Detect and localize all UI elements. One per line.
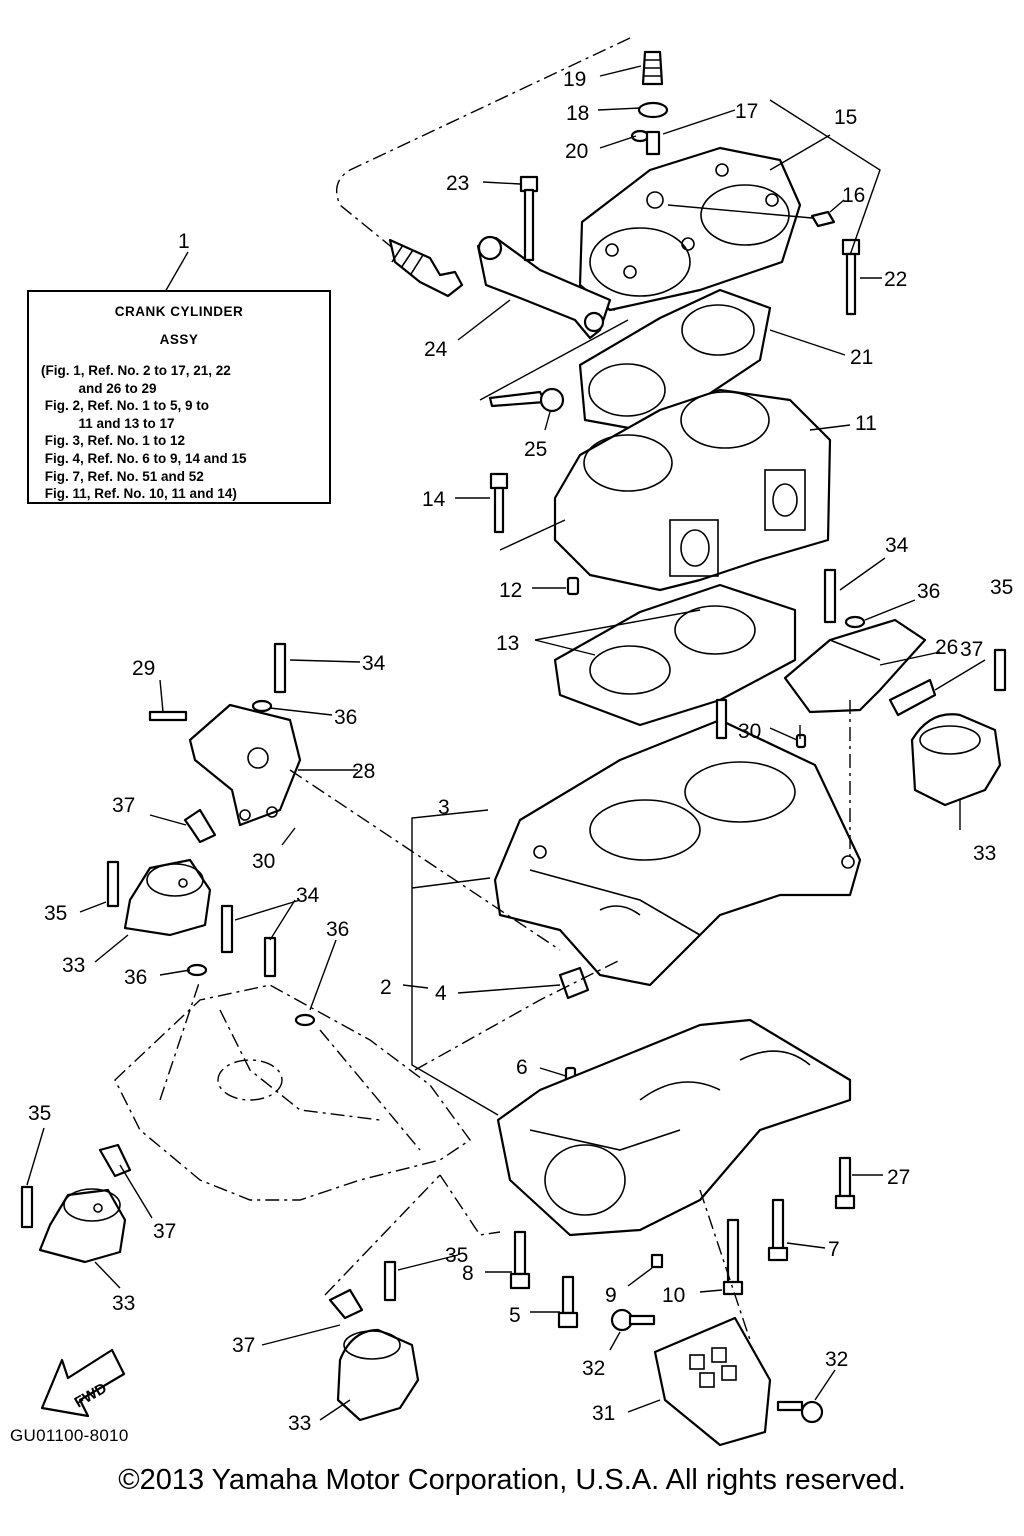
callout-23: 23	[446, 172, 469, 195]
small-fasteners	[20, 568, 1007, 1302]
callout-30-left: 30	[252, 850, 275, 873]
callout-36-low: 36	[124, 966, 147, 989]
note-line: 11 and 13 to 17	[41, 415, 175, 431]
copyright-notice: ©2013 Yamaha Motor Corporation, U.S.A. A…	[118, 1464, 906, 1496]
callout-33-right: 33	[973, 842, 996, 865]
rubber-mount-left-upper	[123, 858, 212, 937]
callout-27: 27	[887, 1166, 910, 1189]
callout-15: 15	[834, 106, 857, 129]
callout-36-right: 36	[917, 580, 940, 603]
clips	[98, 678, 937, 1320]
note-line: Fig. 2, Ref. No. 1 to 5, 9 to	[41, 398, 210, 414]
callout-35-right: 35	[990, 576, 1013, 599]
callout-32-left: 32	[582, 1357, 605, 1380]
note-line: Fig. 4, Ref. No. 6 to 9, 14 and 15	[41, 450, 247, 466]
callout-7: 7	[828, 1238, 840, 1261]
callout-6: 6	[516, 1056, 528, 1079]
assembly-note-box: CRANK CYLINDER ASSY (Fig. 1, Ref. No. 2 …	[27, 290, 331, 504]
rubber-mount-right	[910, 713, 1002, 807]
callout-36-mid: 36	[326, 918, 349, 941]
hose-clamp-and-fittings	[630, 101, 836, 228]
callout-37-low: 37	[153, 1220, 176, 1243]
cylinder-bolt-and-dowel	[489, 472, 580, 596]
rubber-mount-bottom	[336, 1328, 420, 1422]
callout-37-right: 37	[960, 638, 983, 661]
callout-28: 28	[352, 760, 375, 783]
callout-9: 9	[605, 1284, 617, 1307]
callout-34-right: 34	[885, 534, 909, 557]
callout-10: 10	[662, 1284, 685, 1307]
callout-1: 1	[178, 230, 190, 253]
electrical-cover	[610, 1308, 824, 1447]
callout-35-left: 35	[44, 902, 67, 925]
callout-12: 12	[499, 579, 522, 602]
lower-crankcase	[496, 1018, 852, 1237]
callout-29: 29	[132, 657, 155, 680]
callout-19: 19	[563, 68, 586, 91]
coolant-hose	[336, 37, 664, 298]
callout-13: 13	[496, 632, 519, 655]
callout-21: 21	[850, 346, 873, 369]
callout-34-left: 34	[362, 652, 386, 675]
callout-20: 20	[565, 140, 588, 163]
callout-24: 24	[424, 338, 448, 361]
callout-35-low: 35	[28, 1102, 51, 1125]
callout-30-right: 30	[738, 720, 761, 743]
engine-bracket	[476, 235, 612, 340]
callout-25: 25	[524, 438, 547, 461]
note-line: Fig. 3, Ref. No. 1 to 12	[41, 433, 186, 449]
callout-16: 16	[842, 184, 865, 207]
callout-37-bottom: 37	[232, 1334, 255, 1357]
leader-lines	[26, 65, 986, 1421]
note-line: and 26 to 29	[41, 380, 157, 396]
callout-33-left: 33	[62, 954, 85, 977]
phantom-housing	[114, 984, 471, 1201]
cylinder-head	[578, 146, 802, 312]
callout-18: 18	[566, 102, 589, 125]
bolts-lower	[509, 1156, 856, 1329]
forward-arrow-icon: FWD	[40, 1348, 126, 1418]
callout-5: 5	[509, 1304, 521, 1327]
diagram-reference-code: GU01100-8010	[10, 1426, 129, 1445]
callout-33-bottom: 33	[288, 1412, 311, 1435]
note-line: Fig. 11, Ref. No. 10, 11 and 14)	[41, 486, 237, 502]
callout-35-bottom: 35	[445, 1244, 468, 1267]
callout-17: 17	[735, 100, 758, 123]
callout-32-right: 32	[825, 1348, 848, 1371]
engine-mount-28	[188, 703, 302, 827]
callout-11: 11	[855, 412, 877, 435]
note-lines: (Fig. 1, Ref. No. 2 to 17, 21, 22 and 26…	[41, 362, 247, 503]
note-title: CRANK CYLINDER	[114, 304, 244, 319]
head-gasket	[578, 288, 772, 432]
callout-36-left: 36	[334, 706, 357, 729]
callout-numbers: 1 19 18 17 15 20 23 16 22 24 21 25 11 14…	[28, 68, 1013, 1435]
engine-mount-26	[783, 618, 927, 714]
callout-4: 4	[435, 982, 447, 1005]
cylinder-block	[553, 388, 832, 592]
callout-22: 22	[884, 268, 907, 291]
base-gasket	[553, 583, 797, 727]
callout-31: 31	[592, 1402, 615, 1425]
callout-2: 2	[380, 976, 392, 999]
callout-33-low: 33	[112, 1292, 135, 1315]
callout-8: 8	[462, 1262, 474, 1285]
rubber-mount-left-lower	[38, 1188, 127, 1264]
callout-37-left: 37	[112, 794, 135, 817]
note-subtitle: ASSY	[159, 332, 199, 347]
callout-3: 3	[438, 796, 450, 819]
callout-34-mid: 34	[296, 884, 320, 907]
callout-26: 26	[935, 636, 958, 659]
callout-14: 14	[422, 488, 446, 511]
note-line: Fig. 7, Ref. No. 51 and 52	[41, 468, 204, 484]
note-line: (Fig. 1, Ref. No. 2 to 17, 21, 22	[41, 363, 231, 378]
upper-crankcase	[493, 718, 862, 987]
